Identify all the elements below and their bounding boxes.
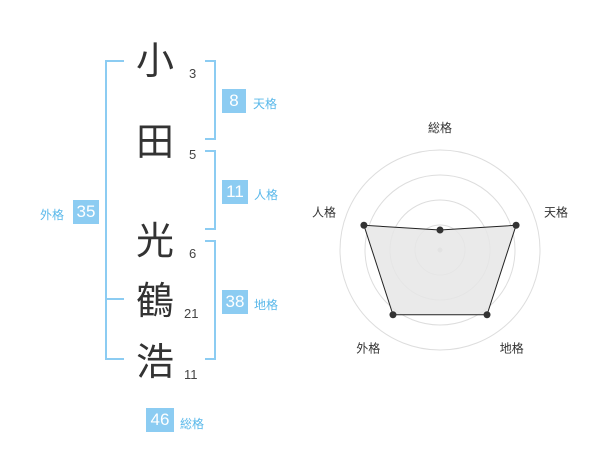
radar-point-4	[389, 311, 397, 319]
tenkaku-value: 8	[222, 89, 246, 113]
name-char-1: 小	[135, 39, 174, 83]
radar-point-1	[436, 226, 444, 234]
radar-axis-label-2: 天格	[544, 204, 568, 219]
gaikaku-value: 35	[73, 200, 99, 224]
radar-axis-label-3: 地格	[500, 341, 524, 356]
jinkaku-value: 11	[222, 180, 248, 204]
stroke-count-5: 11	[184, 367, 198, 382]
stroke-count-3: 6	[189, 246, 197, 261]
tenkaku-label: 天格	[253, 97, 278, 111]
name-char-2: 田	[135, 120, 174, 164]
jinkaku-label: 人格	[254, 188, 279, 202]
soukaku-label: 総格	[180, 417, 205, 431]
stroke-count-4: 21	[184, 306, 199, 321]
radar-point-3	[483, 311, 491, 319]
name-char-4: 鶴	[135, 279, 174, 323]
radar-series-polygon	[363, 224, 517, 316]
gaikaku-label: 外格	[40, 208, 65, 222]
name-char-5: 浩	[135, 340, 174, 384]
chikaku-value: 38	[222, 290, 248, 314]
radar-axis-label-1: 総格	[428, 120, 452, 135]
radar-axis-label-4: 外格	[356, 341, 380, 356]
chikaku-label: 地格	[254, 298, 279, 312]
radar-point-2	[512, 221, 520, 229]
radar-ring-4	[339, 149, 541, 351]
radar-axis-label-5: 人格	[312, 204, 336, 219]
radar-ring-3	[364, 174, 516, 326]
stroke-count-1: 3	[189, 66, 197, 81]
radar-point-5	[360, 221, 368, 229]
name-char-3: 光	[135, 219, 174, 263]
soukaku-value: 46	[146, 408, 174, 432]
stroke-count-2: 5	[189, 147, 197, 162]
